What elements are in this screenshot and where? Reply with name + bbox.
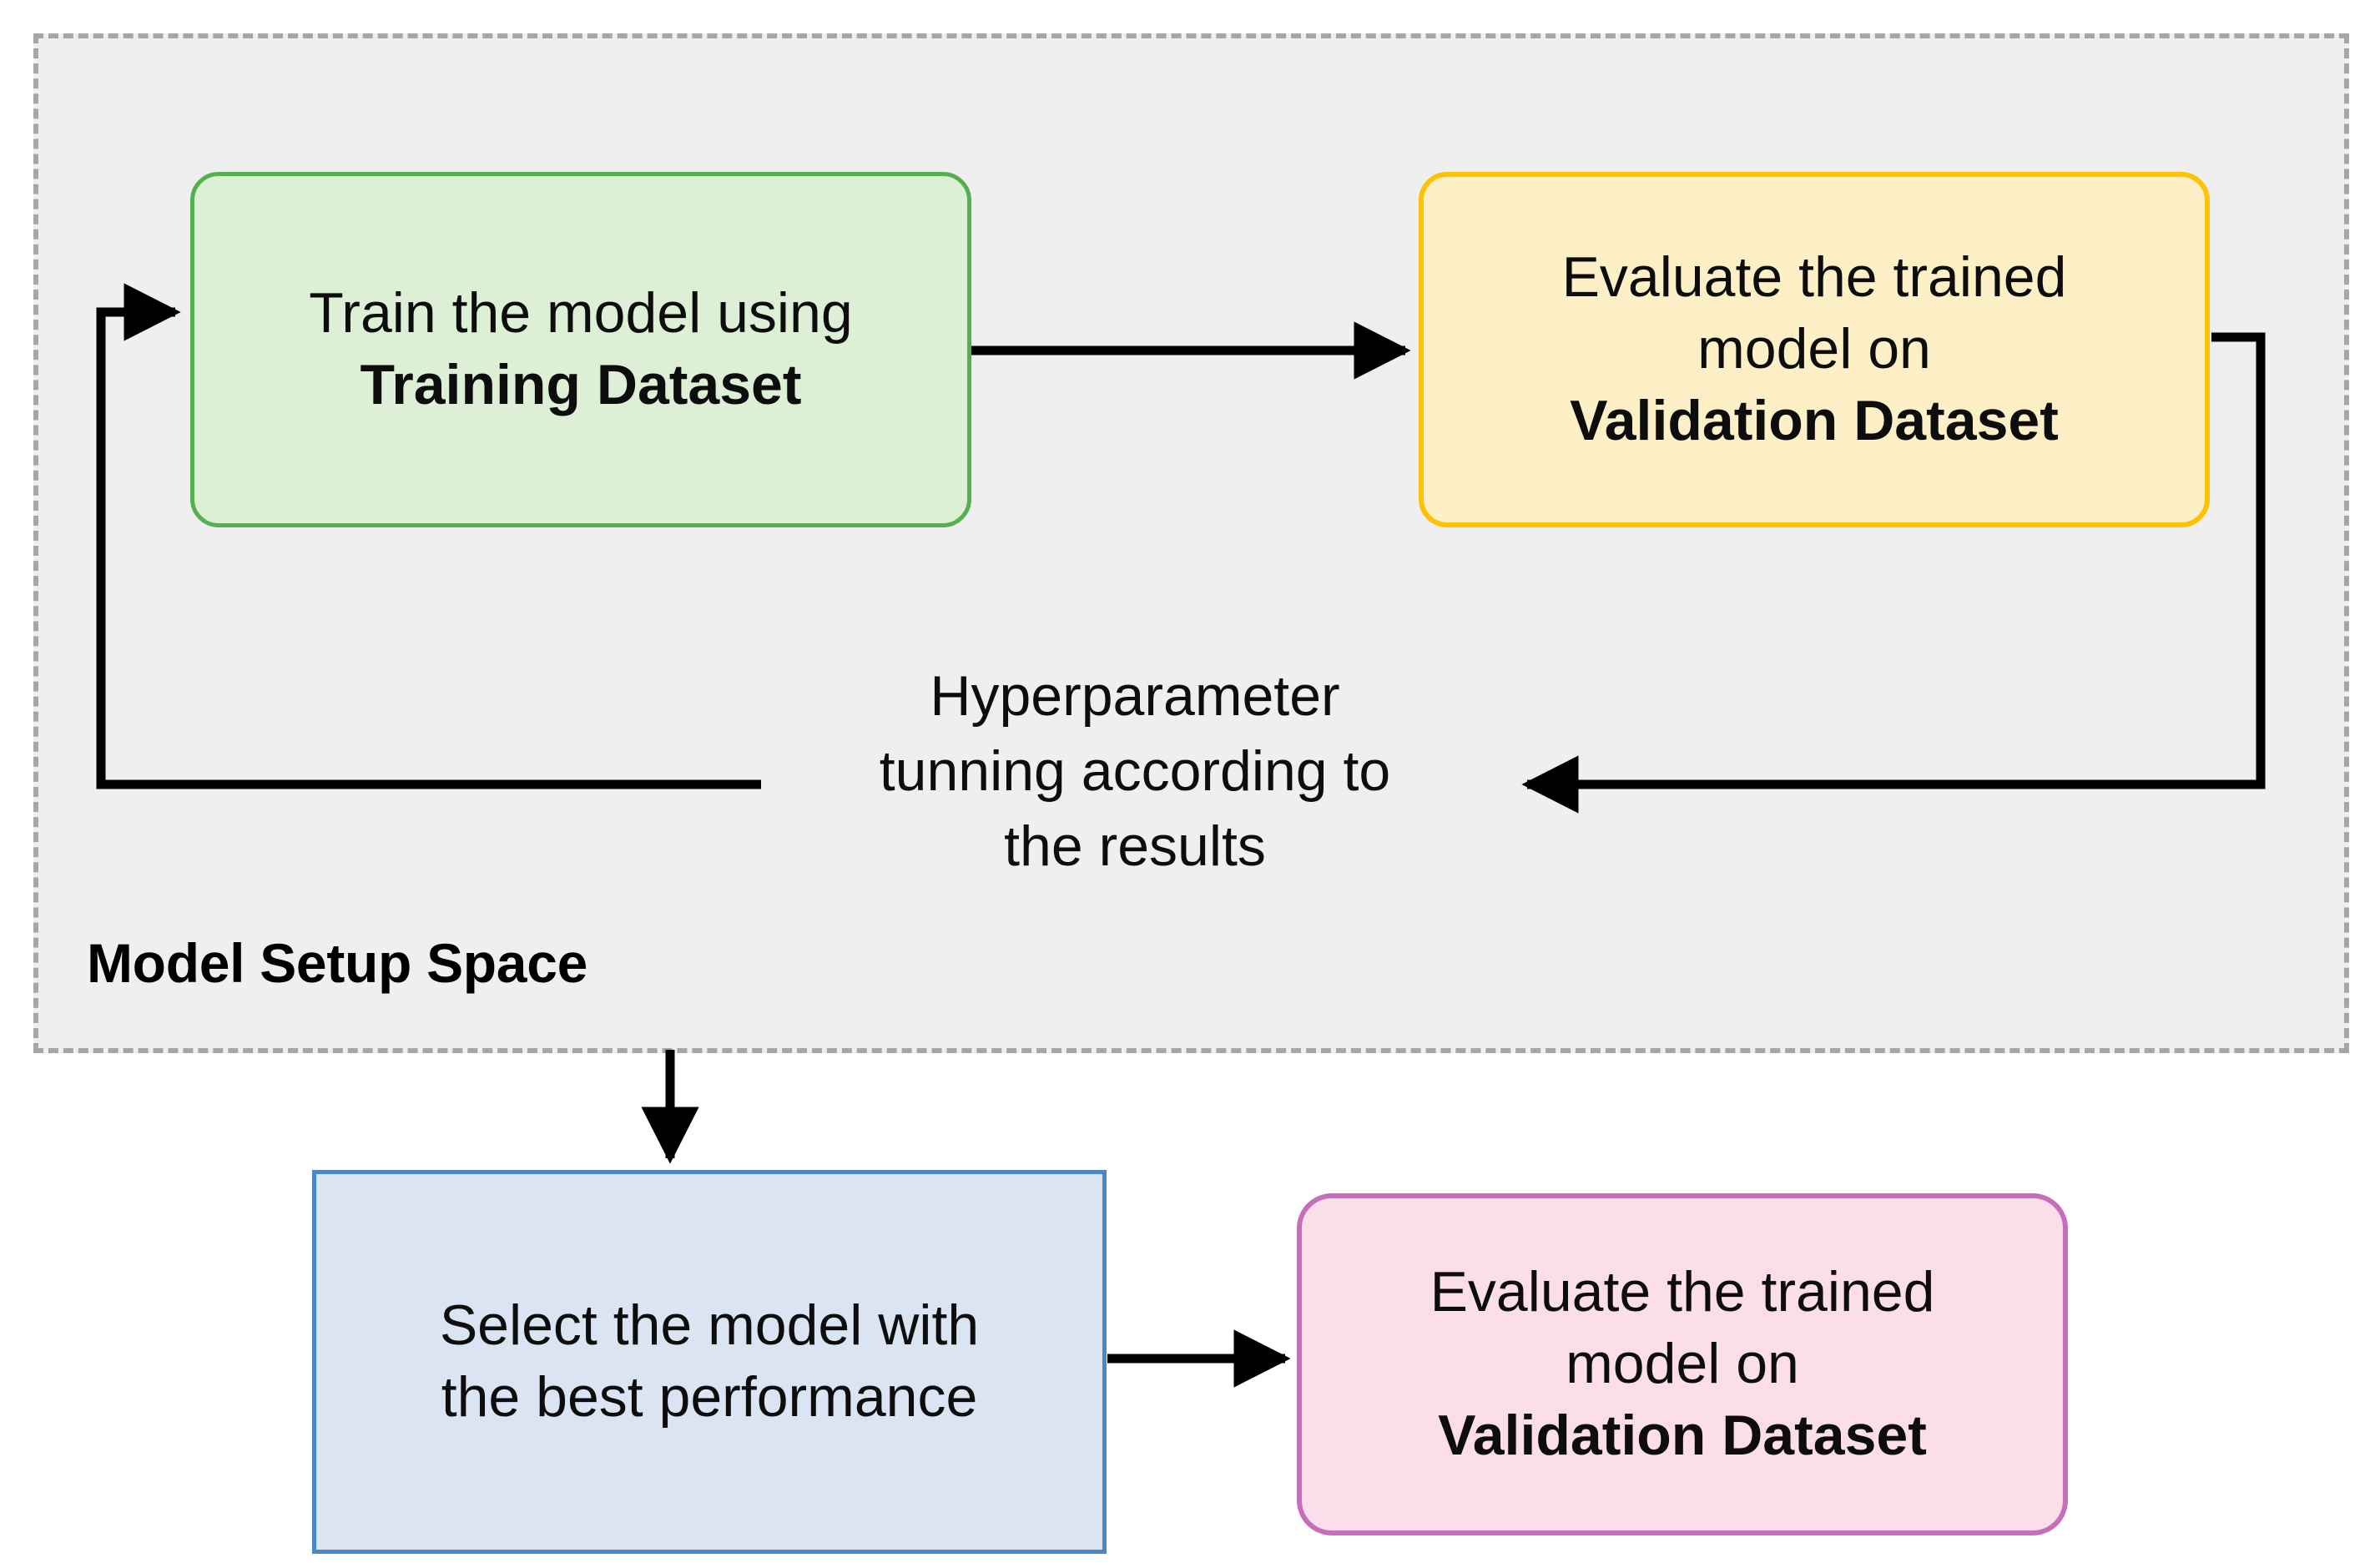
node-train-model-text: Train the model using Training Dataset <box>194 278 967 421</box>
node-select-best-model-line1: Select the model with <box>439 1293 980 1358</box>
node-final-evaluate-validation-line1: Evaluate the trained <box>1430 1260 1935 1324</box>
node-select-best-model[interactable]: Select the model with the best performan… <box>312 1170 1107 1554</box>
node-final-evaluate-validation-line2: model on <box>1566 1332 1799 1396</box>
node-final-evaluate-validation-line3: Validation Dataset <box>1438 1403 1927 1467</box>
node-final-evaluate-validation[interactable]: Evaluate the trained model on Validation… <box>1297 1193 2068 1535</box>
node-evaluate-validation-line3: Validation Dataset <box>1570 388 2059 452</box>
hyperparameter-tuning-line3: the results <box>1004 814 1266 878</box>
node-select-best-model-line2: the best performance <box>441 1365 978 1429</box>
node-evaluate-validation-text: Evaluate the trained model on Validation… <box>1424 242 2205 456</box>
model-setup-space-label: Model Setup Space <box>87 932 588 994</box>
hyperparameter-tuning-label: Hyperparameter tunning according to the … <box>835 659 1435 884</box>
node-final-evaluate-validation-text: Evaluate the trained model on Validation… <box>1302 1257 2063 1471</box>
node-train-model[interactable]: Train the model using Training Dataset <box>190 172 971 527</box>
hyperparameter-tuning-line1: Hyperparameter <box>930 664 1340 728</box>
node-evaluate-validation-line2: model on <box>1697 317 1931 381</box>
node-evaluate-validation-line1: Evaluate the trained <box>1561 245 2067 310</box>
node-train-model-line1: Train the model using <box>309 281 853 345</box>
node-evaluate-validation[interactable]: Evaluate the trained model on Validation… <box>1419 172 2210 527</box>
node-select-best-model-text: Select the model with the best performan… <box>316 1290 1102 1433</box>
hyperparameter-tuning-line2: tunning according to <box>879 739 1391 803</box>
node-train-model-line2: Training Dataset <box>360 353 802 416</box>
